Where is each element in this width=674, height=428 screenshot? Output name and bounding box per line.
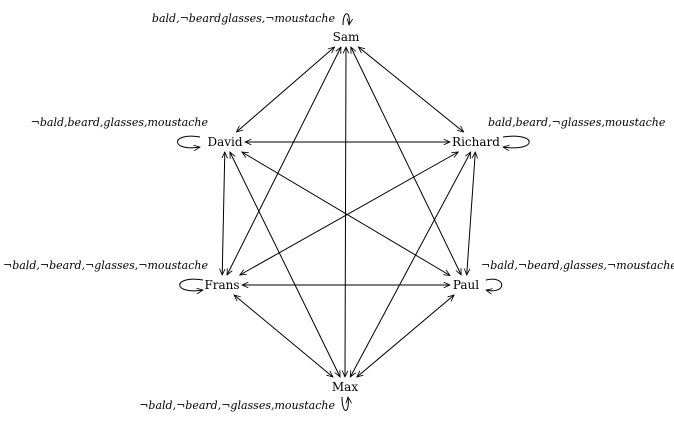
node-david: David [207, 135, 242, 149]
node-richard: Richard [452, 135, 500, 149]
edge-sam-richard [358, 47, 463, 132]
node-frans: Frans [204, 278, 239, 292]
loop-david [177, 135, 201, 148]
edge-frans-max [234, 295, 333, 377]
props-sam: bald,¬beardglasses,¬moustache [152, 12, 336, 25]
edge-richard-max [350, 152, 470, 377]
edge-sam-max [345, 47, 346, 377]
loop-frans [179, 278, 203, 291]
node-paul: Paul [453, 278, 479, 292]
node-sam: Sam [333, 30, 360, 44]
edge-paul-max [357, 295, 454, 377]
edge-david-max [230, 152, 340, 377]
props-david: ¬bald,beard,glasses,moustache [31, 116, 209, 129]
props-max: ¬bald,¬beard,¬glasses,moustache [139, 399, 335, 412]
edge-richard-paul [467, 152, 476, 275]
props-frans: ¬bald,¬beard,¬glasses,¬moustache [3, 259, 208, 272]
edges [222, 47, 475, 377]
props-richard: bald,beard,¬glasses,moustache [488, 116, 666, 129]
edge-sam-frans [227, 47, 341, 275]
loop-richard [503, 135, 530, 148]
node-max: Max [332, 380, 358, 394]
loop-paul [486, 278, 503, 291]
props-paul: ¬bald,¬beard,glasses,¬moustache [481, 259, 674, 272]
edge-sam-paul [351, 47, 461, 275]
loop-max [341, 397, 348, 411]
loop-sam [342, 13, 349, 25]
edge-david-frans [222, 152, 225, 275]
